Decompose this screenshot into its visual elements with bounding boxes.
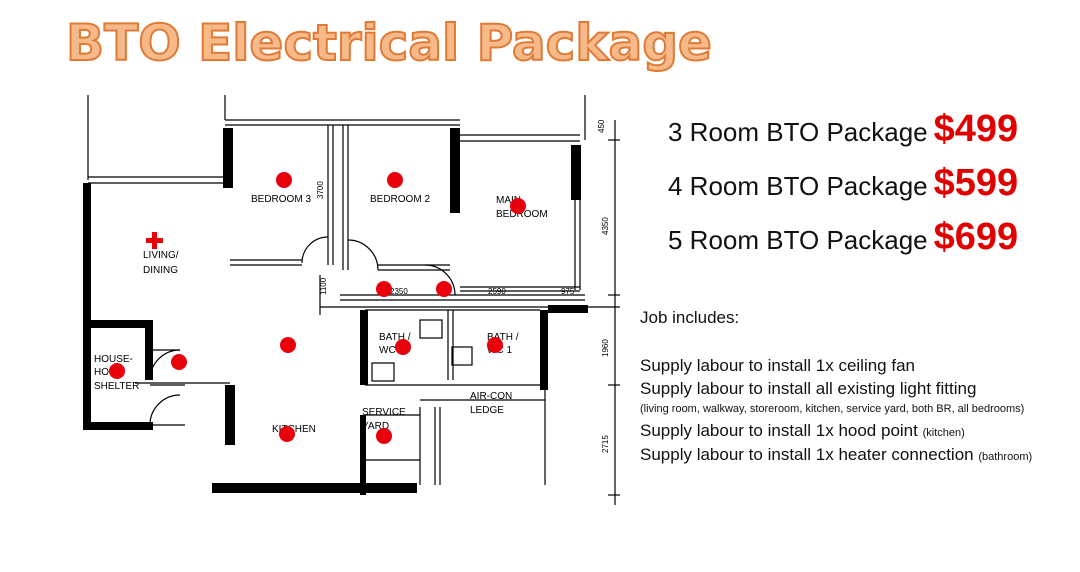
dim-2590: 2590 [488,287,506,296]
room-master-line2: BEDROOM [496,209,548,220]
job-item-note: (kitchen) [922,427,965,439]
room-bedroom3: BEDROOM 3 [251,194,311,205]
light-marker [487,337,503,353]
package-5room: 5 Room BTO Package$699 [668,216,1018,259]
floor-plan: 450 3700 4350 1100 2350 2590 975 1960 27… [83,95,620,505]
package-4room: 4 Room BTO Package$599 [668,162,1018,205]
job-item: Supply labour to install 1x hood point (… [640,421,965,441]
room-bath1-line1: BATH / [379,332,411,343]
light-markers [109,172,526,444]
dim-1960: 1960 [601,339,610,357]
job-heading: Job includes: [640,308,740,327]
room-shelter-line1: HOUSE- [94,354,133,365]
room-service-line1: SERVICE [362,407,406,418]
room-shelter-line2: HOLD [94,367,122,378]
dim-1100: 1100 [319,277,328,295]
light-marker [436,281,452,297]
plan-thin-lines [87,95,620,505]
room-aircon-line2: LEDGE [470,405,504,416]
dim-975: 975 [561,287,575,296]
room-shelter-line3: SHELTER [94,381,139,392]
package-label: 5 Room BTO Package [668,225,928,255]
room-service-line2: YARD [362,421,389,432]
light-marker [279,426,295,442]
job-item-text: Supply labour to install 1x ceiling fan [640,356,915,375]
light-marker [109,363,125,379]
room-bedroom2: BEDROOM 2 [370,194,430,205]
page-title: BTO Electrical Package [65,13,713,73]
dim-2350: 2350 [390,287,408,296]
room-bath2-line1: BATH / [487,332,519,343]
light-marker [376,428,392,444]
light-marker [171,354,187,370]
package-price: $499 [933,108,1019,150]
job-item: Supply labour to install 1x ceiling fan [640,356,915,376]
fan-cross-icon [146,232,163,249]
dim-450: 450 [597,119,606,133]
job-item-text: Supply labour to install 1x hood point [640,421,918,440]
plan-thick-walls [83,128,588,495]
package-price: $699 [933,216,1019,258]
light-marker [387,172,403,188]
package-3room: 3 Room BTO Package$499 [668,108,1018,151]
room-kitchen: KITCHEN [272,424,316,435]
light-marker [280,337,296,353]
job-item-text: Supply labour to install all existing li… [640,379,977,398]
room-aircon-line1: AIR-CON [470,391,512,402]
light-fitting-note: (living room, walkway, storeroom, kitche… [640,403,1025,415]
room-living-line2: DINING [143,265,178,276]
light-marker [510,198,526,214]
dim-4350: 4350 [601,217,610,235]
light-marker [276,172,292,188]
job-item: Supply labour to install all existing li… [640,379,976,399]
light-marker [395,339,411,355]
job-item-text: Supply labour to install 1x heater conne… [640,445,974,464]
room-master-line1: MAIN [496,195,521,206]
job-item-note: (bathroom) [978,451,1033,463]
room-bath1-line2: WC [379,345,396,356]
package-label: 3 Room BTO Package [668,117,928,147]
job-item: Supply labour to install 1x heater conne… [640,445,1032,465]
package-label: 4 Room BTO Package [668,171,928,201]
dim-2715: 2715 [601,435,610,453]
dim-3700: 3700 [316,181,325,199]
package-price: $599 [933,162,1019,204]
light-marker [376,281,392,297]
room-living-line1: LIVING/ [143,250,179,261]
